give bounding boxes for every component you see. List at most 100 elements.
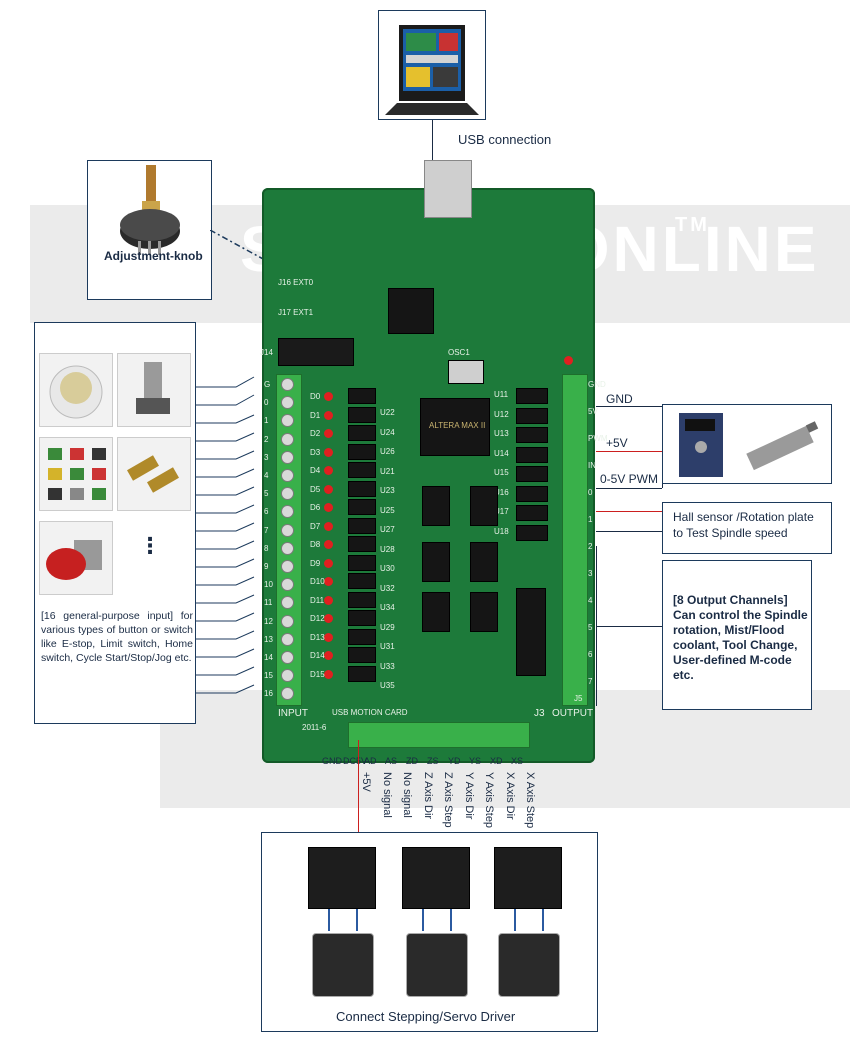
power-led bbox=[564, 356, 573, 365]
more-ellipsis: ⋮ bbox=[139, 533, 161, 558]
input-optocoupler bbox=[348, 610, 376, 626]
led-label: D6 bbox=[310, 503, 321, 512]
output-pin-label: 2 bbox=[588, 542, 593, 551]
input-terminal-screw bbox=[281, 523, 294, 537]
input-pin-label: 10 bbox=[264, 580, 273, 590]
j14-label: J14 bbox=[260, 348, 273, 357]
output-optocoupler bbox=[516, 505, 548, 521]
input-terminal-screw bbox=[281, 578, 294, 592]
proximity-icon bbox=[136, 362, 170, 414]
spindle-motor-icon bbox=[746, 421, 819, 471]
output-pin-label: 7 bbox=[588, 677, 593, 686]
input-pin-label: 1 bbox=[264, 416, 269, 426]
input-led bbox=[324, 651, 333, 660]
stepper-motor bbox=[498, 933, 560, 997]
bottom-pin-label: YS bbox=[469, 756, 482, 766]
input-optocoupler bbox=[348, 517, 376, 534]
led-label: D4 bbox=[310, 466, 321, 475]
output-pin-label: 6 bbox=[588, 650, 593, 659]
j5-label: J5 bbox=[574, 694, 583, 703]
bottom-pin-label: ZD bbox=[406, 756, 418, 766]
output-optocoupler bbox=[516, 446, 548, 463]
hall-line bbox=[596, 511, 662, 512]
plus5v-drop-wire bbox=[358, 740, 359, 832]
input-terminal-screw bbox=[281, 669, 294, 683]
connector-function-label: No signal bbox=[380, 772, 393, 818]
output-optocoupler bbox=[516, 427, 548, 443]
potentiometer-icon bbox=[120, 165, 180, 255]
output-line bbox=[596, 626, 662, 627]
u-left-label: U25 bbox=[380, 505, 395, 515]
input-led bbox=[324, 503, 333, 512]
output-pin-label: 5 bbox=[588, 623, 593, 632]
output-optocoupler bbox=[516, 485, 548, 502]
fpga-chip: ALTERA MAX II bbox=[420, 398, 490, 456]
oscillator bbox=[448, 360, 484, 384]
inputs-box: ⋮ [16 general-purpose input] for various… bbox=[34, 322, 196, 724]
input-terminal-screw bbox=[281, 687, 294, 701]
output-optocoupler bbox=[516, 388, 548, 404]
vfd-icon bbox=[679, 413, 723, 477]
led-label: D1 bbox=[310, 410, 321, 420]
u-right-label: U11 bbox=[494, 390, 509, 399]
input-optocoupler bbox=[348, 443, 376, 460]
input-pin-label: 16 bbox=[264, 689, 273, 699]
input-led bbox=[324, 410, 333, 420]
input-terminal-screw bbox=[281, 614, 294, 628]
input-optocoupler bbox=[348, 480, 376, 497]
connector-function-label: X Axis Step bbox=[524, 772, 536, 829]
input-optocoupler bbox=[348, 462, 376, 478]
usb-connection-label: USB connection bbox=[458, 132, 552, 147]
inputs-description: [16 general-purpose input] for various t… bbox=[41, 610, 193, 664]
input-optocoupler bbox=[348, 591, 376, 608]
input-optocoupler bbox=[348, 573, 376, 589]
led-label: D8 bbox=[310, 540, 321, 549]
input-led bbox=[324, 521, 333, 531]
outputs-box: [8 Output Channels] Can control the Spin… bbox=[662, 560, 812, 710]
buttons-image bbox=[39, 437, 113, 511]
input-pin-label: 7 bbox=[264, 525, 269, 535]
sensors-image bbox=[117, 437, 191, 511]
handwheel-icon bbox=[49, 365, 103, 419]
connector-function-label: Z Axis Dir bbox=[421, 772, 434, 820]
knob-label: Adjustment-knob bbox=[104, 249, 203, 263]
input-led bbox=[324, 447, 333, 457]
bottom-pin-label: YD bbox=[448, 756, 461, 766]
output-pin-label: 5V bbox=[588, 407, 598, 416]
spindle-box bbox=[662, 404, 832, 484]
usb-wire bbox=[432, 120, 433, 160]
input-led bbox=[324, 577, 333, 586]
input-pin-label: 13 bbox=[264, 634, 273, 644]
input-pin-label: 4 bbox=[264, 471, 269, 480]
input-optocoupler bbox=[348, 628, 376, 645]
pushbuttons-icon bbox=[48, 448, 106, 500]
output-label: OUTPUT bbox=[552, 708, 594, 719]
input-led bbox=[324, 540, 333, 549]
input-terminal-screw bbox=[281, 651, 294, 664]
output-optocoupler bbox=[516, 466, 548, 482]
u-left-label: U22 bbox=[380, 408, 395, 417]
knob-dash-line bbox=[210, 230, 277, 267]
board-name: USB MOTION CARD bbox=[332, 708, 408, 717]
input-led bbox=[324, 484, 333, 494]
connector-function-label: Y Axis Dir bbox=[462, 772, 475, 820]
usb-controller-chip bbox=[388, 288, 434, 334]
handwheel-image bbox=[39, 353, 113, 427]
bottom-pin-label: AS bbox=[385, 756, 398, 766]
chip-u2 bbox=[422, 486, 450, 526]
u-left-label: U32 bbox=[380, 583, 395, 593]
output-pin-label: 4 bbox=[588, 596, 593, 605]
input-lines bbox=[196, 376, 255, 694]
input-terminal-screw bbox=[281, 505, 294, 519]
u-left-label: U28 bbox=[380, 544, 395, 554]
connector-function-label: Z Axis Step bbox=[442, 772, 454, 828]
input-terminal-screw bbox=[281, 469, 294, 482]
fpga-label: ALTERA MAX II bbox=[429, 421, 486, 430]
led-label: D9 bbox=[310, 558, 321, 568]
hall-box: Hall sensor /Rotation plate to Test Spin… bbox=[662, 502, 832, 554]
stepper-motor bbox=[312, 933, 374, 997]
output-pin-label: 1 bbox=[588, 515, 593, 524]
input-optocoupler bbox=[348, 499, 376, 515]
knob-box: Adjustment-knob bbox=[87, 160, 212, 300]
